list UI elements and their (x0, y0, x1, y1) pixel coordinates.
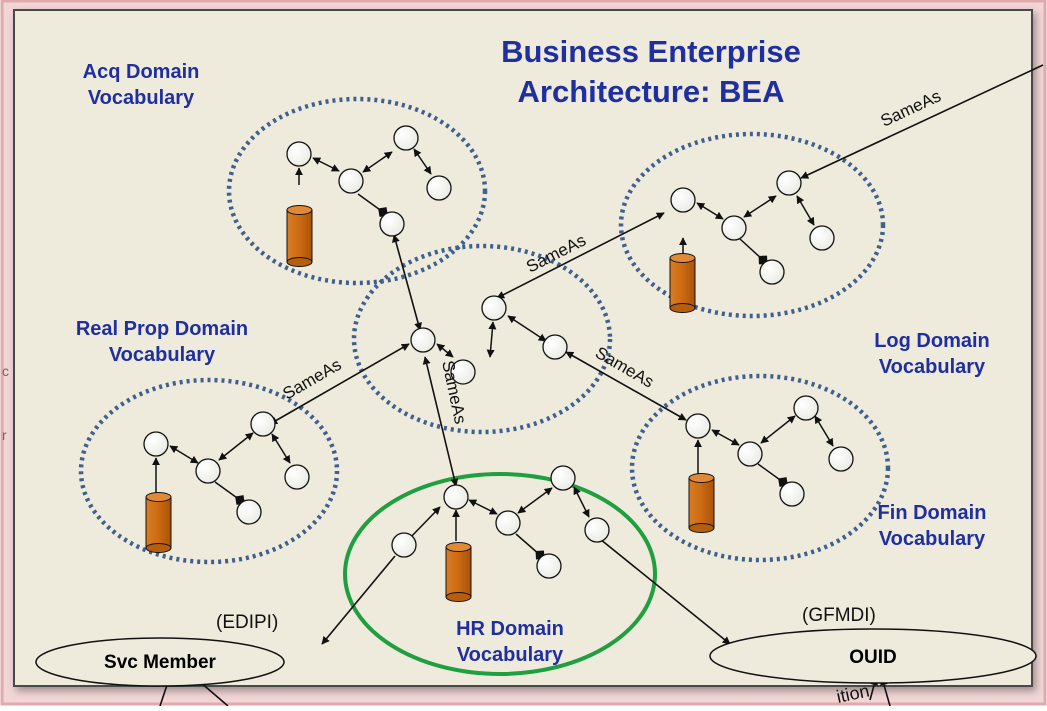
svc-member-label: Svc Member (104, 652, 217, 673)
log-database-icon (669, 253, 696, 313)
sameas-arrow-center-fin (565, 351, 687, 421)
ouid-node (709, 628, 1037, 684)
log-domain-label: Log Domain Vocabulary (874, 330, 990, 378)
acq-database-icon (286, 205, 313, 267)
acq-graph (286, 125, 452, 267)
edipi-label: (EDIPI) (216, 612, 278, 633)
fin-database-icon (688, 473, 715, 533)
left-edge-mark-1: c (2, 363, 9, 379)
real-prop-domain-label: Real Prop Domain Vocabulary (75, 318, 249, 366)
hr-graph (391, 465, 610, 602)
real-prop-graph (143, 411, 310, 553)
sameas-arrow-acq-center (392, 234, 422, 331)
page-title: Business Enterprise Architecture: BEA (501, 34, 801, 109)
hr-database-icon (445, 542, 472, 602)
real-prop-domain-ellipse (78, 377, 340, 565)
sameas-arrow-center-log (496, 212, 665, 299)
center-domain-ellipse (351, 243, 613, 435)
log-graph (669, 170, 835, 313)
acq-domain-ellipse (226, 96, 488, 286)
center-graph (410, 295, 568, 385)
fin-domain-ellipse (629, 373, 891, 563)
hr-domain-ellipse (343, 472, 657, 676)
bea-panel (13, 9, 1033, 687)
ouid-label: OUID (849, 647, 897, 668)
hr-to-svc-member-arrow (321, 555, 396, 645)
fin-domain-label: Fin Domain Vocabulary (877, 502, 987, 550)
sameas-arrow-real-center (269, 343, 410, 425)
sameas-arrow-center-hr (422, 356, 459, 487)
left-edge-mark-2: r (2, 427, 7, 443)
hr-domain-label: HR Domain Vocabulary (456, 618, 564, 666)
sameas-arrow-top-right (800, 64, 1044, 179)
fin-graph (685, 395, 854, 533)
acq-domain-label: Acq Domain Vocabulary (82, 61, 200, 109)
svc-member-node (35, 637, 285, 687)
real-prop-database-icon (145, 492, 172, 553)
gfmdi-label: (GFMDI) (802, 605, 876, 626)
hr-to-ouid-arrow (599, 538, 731, 645)
